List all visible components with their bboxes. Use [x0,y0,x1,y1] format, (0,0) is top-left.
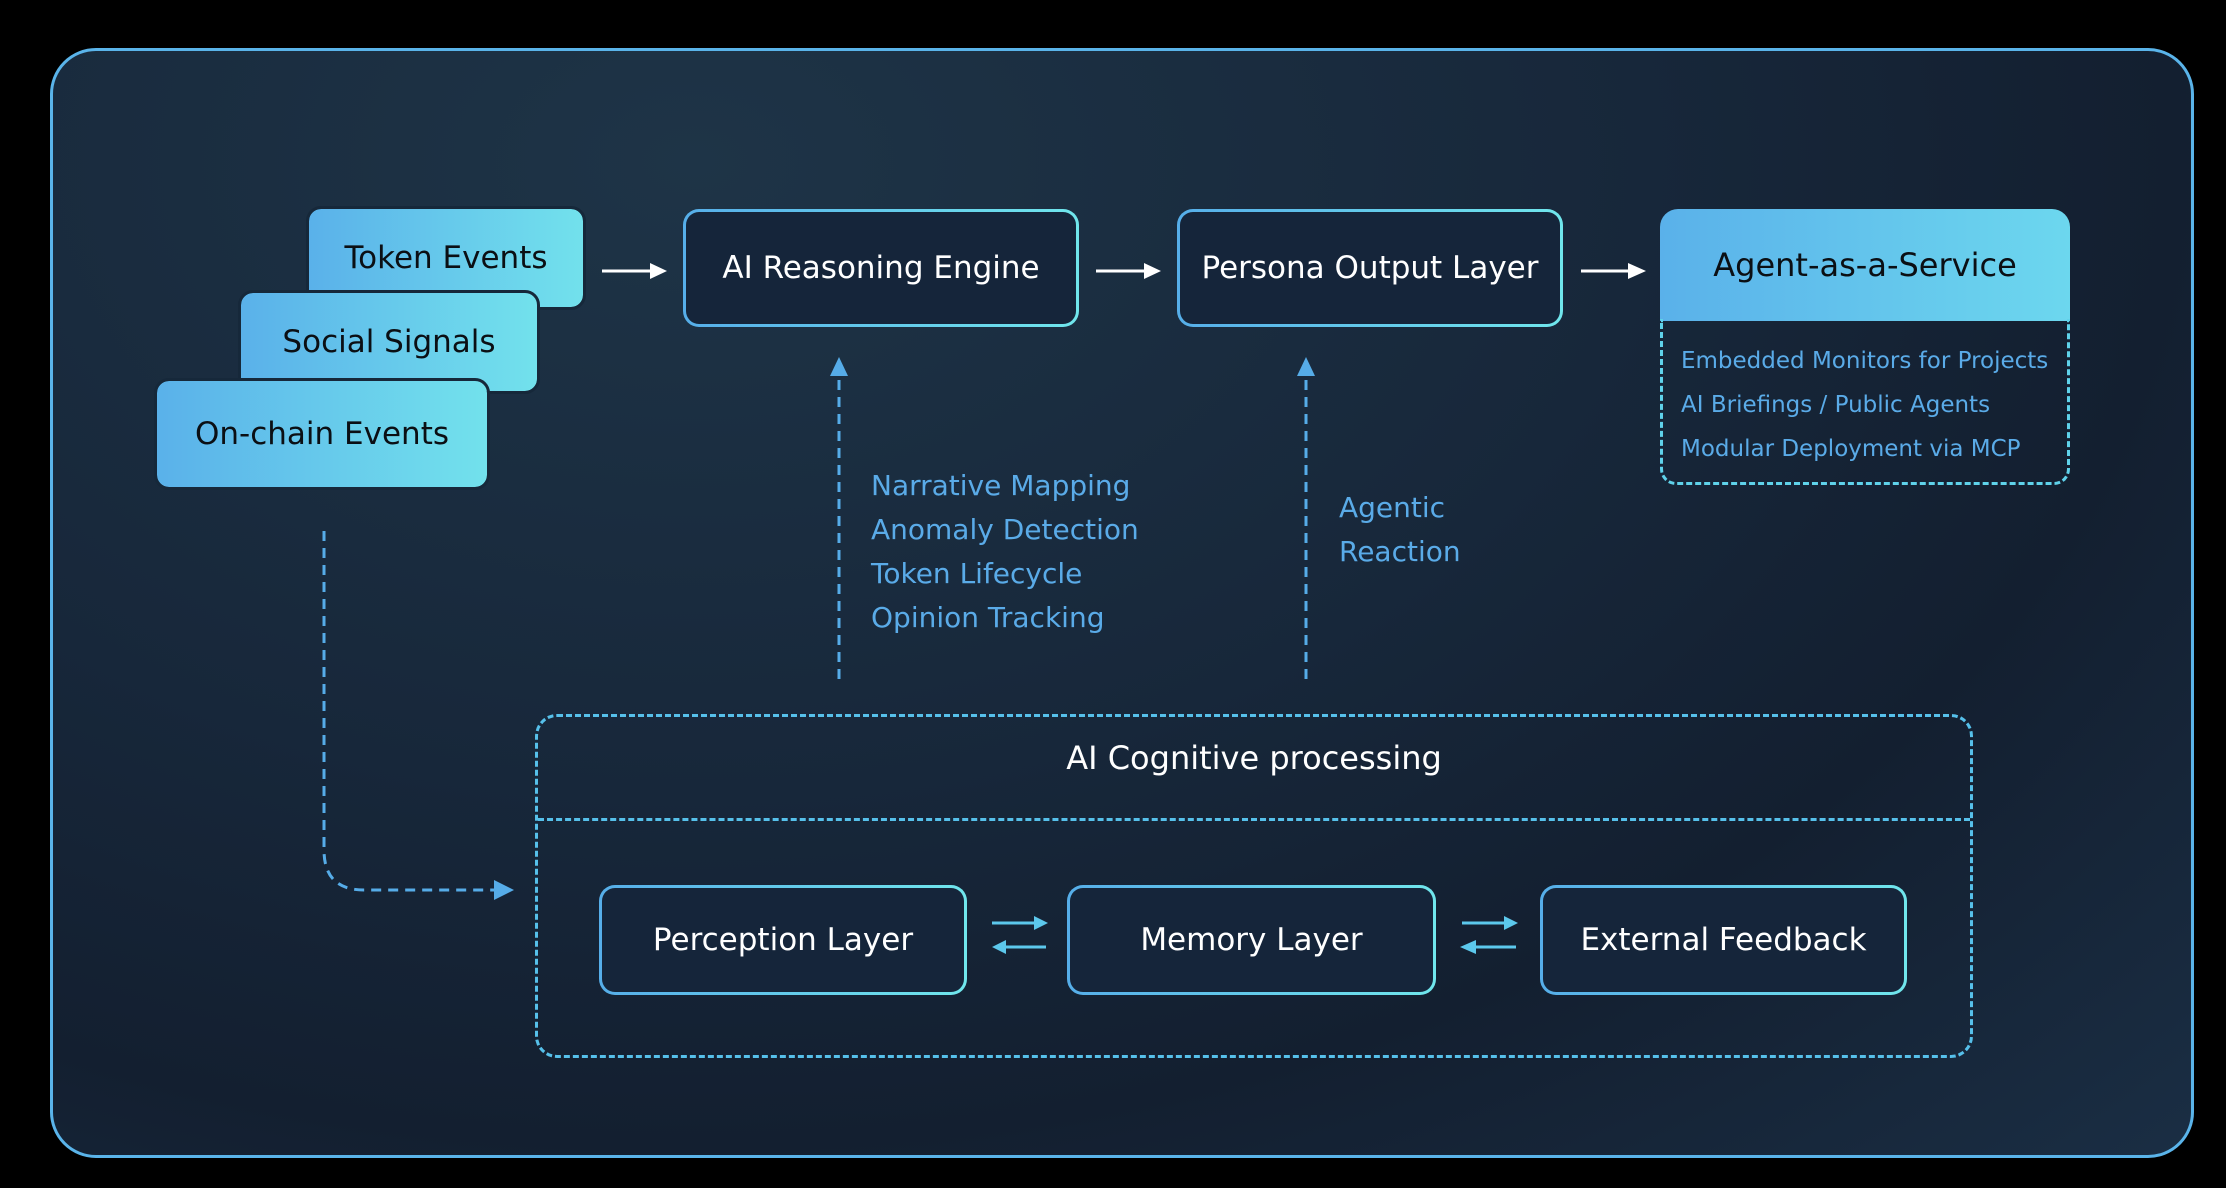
dashed-arrow-to-persona [1297,357,1315,679]
onchain-events-card: On-chain Events [154,378,490,490]
persona-feed-list: Agentic Reaction [1339,486,1461,574]
reasoning-feed-list: Narrative Mapping Anomaly Detection Toke… [871,464,1139,640]
arrow-reasoning-to-persona [1096,263,1161,279]
bidirectional-arrow-perception-memory [992,916,1048,954]
perception-layer-node: Perception Layer [599,885,967,995]
onchain-events-label: On-chain Events [195,416,449,452]
agent-service-item: AI Briefings / Public Agents [1681,392,1991,418]
reasoning-feed-item: Narrative Mapping [871,469,1131,502]
ai-reasoning-engine-node: AI Reasoning Engine [683,209,1079,327]
arrow-persona-to-agent [1581,263,1646,279]
dashed-arrow-inputs-to-cognitive [322,531,514,900]
reasoning-feed-item: Token Lifecycle [871,557,1083,590]
persona-feed-item: Reaction [1339,535,1461,568]
dashed-arrow-to-reasoning [830,357,848,679]
perception-layer-label: Perception Layer [652,922,914,958]
reasoning-feed-item: Opinion Tracking [871,601,1105,634]
persona-output-layer-node: Persona Output Layer [1177,209,1563,327]
agent-service-item: Embedded Monitors for Projects [1681,348,2049,374]
external-feedback-node: External Feedback [1540,885,1907,995]
social-signals-card: Social Signals [238,290,540,394]
memory-layer-label: Memory Layer [1140,922,1363,958]
external-feedback-label: External Feedback [1580,922,1867,958]
cognitive-processing-group: AI Cognitive processing [535,714,1973,1058]
agent-as-a-service-header: Agent-as-a-Service [1660,209,2070,321]
token-events-card: Token Events [306,206,586,310]
reasoning-feed-item: Anomaly Detection [871,513,1139,546]
memory-layer-node: Memory Layer [1067,885,1436,995]
cognitive-processing-title: AI Cognitive processing [1066,739,1442,777]
arrow-inputs-to-reasoning [602,263,667,279]
agent-service-list: Embedded Monitors for Projects AI Briefi… [1660,319,2070,485]
bidirectional-arrow-memory-feedback [1460,916,1518,954]
social-signals-label: Social Signals [282,324,496,360]
agent-as-a-service-label: Agent-as-a-Service [1713,246,2017,284]
token-events-label: Token Events [344,240,548,276]
agent-service-item: Modular Deployment via MCP [1681,436,2021,462]
cognitive-divider [538,818,1970,821]
persona-output-layer-label: Persona Output Layer [1201,250,1539,286]
ai-reasoning-engine-label: AI Reasoning Engine [722,250,1040,286]
persona-feed-item: Agentic [1339,491,1446,524]
